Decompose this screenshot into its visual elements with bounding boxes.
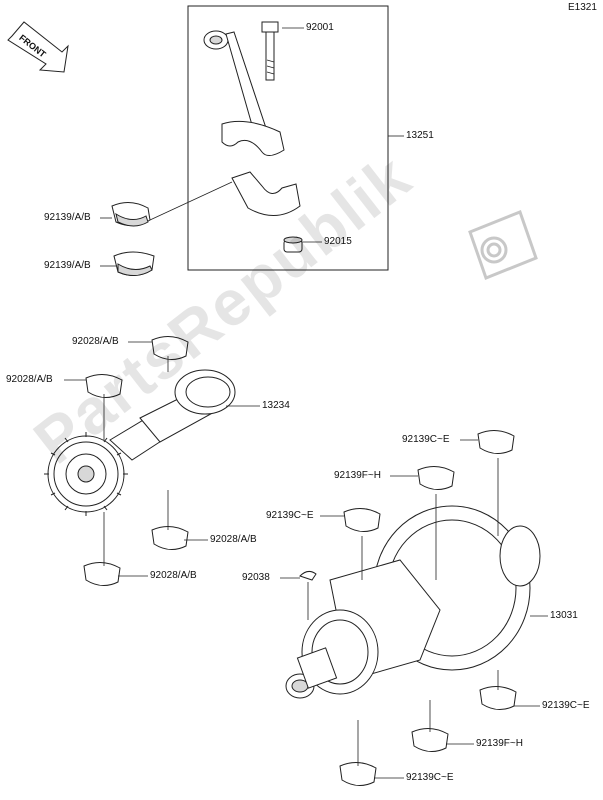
connecting-rod-group-box — [187, 5, 389, 271]
bearing-shell-92139ce-2 — [343, 508, 381, 532]
front-arrow-icon — [7, 21, 69, 73]
label-92038: 92038 — [242, 572, 270, 583]
gear-icon — [468, 210, 538, 280]
crankshaft — [285, 505, 541, 699]
label-13234: 13234 — [262, 400, 290, 411]
label-92139ce-3: 92139C~E — [542, 700, 590, 711]
label-92139ab-1: 92139/A/B — [44, 212, 91, 223]
bearing-shell-92139-1 — [111, 202, 151, 227]
label-92028ab-1: 92028/A/B — [72, 336, 119, 347]
balancer-shaft — [44, 369, 236, 516]
label-92139ab-2: 92139/A/B — [44, 260, 91, 271]
bearing-shell-92028-4 — [83, 562, 121, 586]
diagram-code: E1321 — [568, 2, 597, 13]
label-92139fh-1: 92139F~H — [334, 470, 381, 481]
label-13031: 13031 — [550, 610, 578, 621]
connecting-rod — [203, 30, 301, 216]
bearing-shell-92028-2 — [85, 374, 123, 398]
label-92028ab-3: 92028/A/B — [210, 534, 257, 545]
label-92139ce-1: 92139C~E — [402, 434, 450, 445]
label-92028ab-2: 92028/A/B — [6, 374, 53, 385]
label-92001: 92001 — [306, 22, 334, 33]
bearing-shell-92139fh-1 — [417, 466, 455, 490]
bearing-shell-92028-3 — [151, 526, 189, 550]
bearing-shell-92139-2 — [113, 251, 155, 276]
bearing-shell-92139ce-1 — [477, 430, 515, 454]
leader-lines — [64, 27, 548, 779]
label-92139ce-2: 92139C~E — [266, 510, 314, 521]
nut-92015 — [283, 236, 303, 253]
label-92015: 92015 — [324, 236, 352, 247]
bearing-shell-92139ce-4 — [339, 762, 377, 786]
key-92038 — [299, 570, 317, 581]
bearing-shell-92028-1 — [151, 336, 189, 360]
label-92028ab-4: 92028/A/B — [150, 570, 197, 581]
label-92139ce-4: 92139C~E — [406, 772, 454, 783]
label-92139fh-2: 92139F~H — [476, 738, 523, 749]
bolt-92001 — [261, 21, 279, 81]
bearing-shell-92139fh-2 — [411, 728, 449, 752]
label-13251: 13251 — [406, 130, 434, 141]
